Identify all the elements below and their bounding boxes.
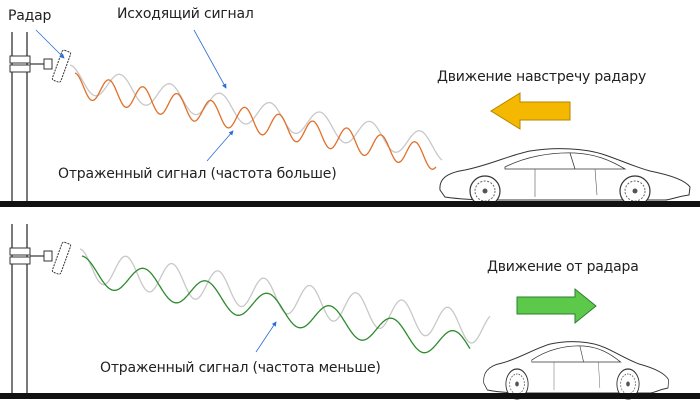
motion-label-top: Движение навстречу радару [437,69,647,85]
radar-mount-bottom [9,223,72,395]
reflected-signal-label-bottom: Отраженный сигнал (частота меньше) [100,360,381,376]
reflected-wave-top [74,72,437,170]
motion-label-bottom: Движение от радара [487,259,639,275]
outgoing-signal-label: Исходящий сигнал [117,6,254,22]
pointer-reflected-bottom [255,321,277,353]
outgoing-wave-bottom [79,248,491,344]
radar-label: Радар [8,8,52,24]
ground-line-top [0,201,700,207]
pointer-radar [35,29,65,59]
pointer-outgoing [193,29,227,89]
outgoing-wave-top [69,64,443,161]
arrow-left-icon [490,92,571,130]
reflected-wave-bottom [81,255,471,354]
car-approaching [439,148,691,207]
car-receding [483,341,670,400]
reflected-signal-label-top: Отраженный сигнал (частота больше) [58,166,337,182]
ground-line-bottom [0,393,700,399]
pointer-reflected-top [206,130,234,162]
arrow-right-icon [516,287,597,325]
